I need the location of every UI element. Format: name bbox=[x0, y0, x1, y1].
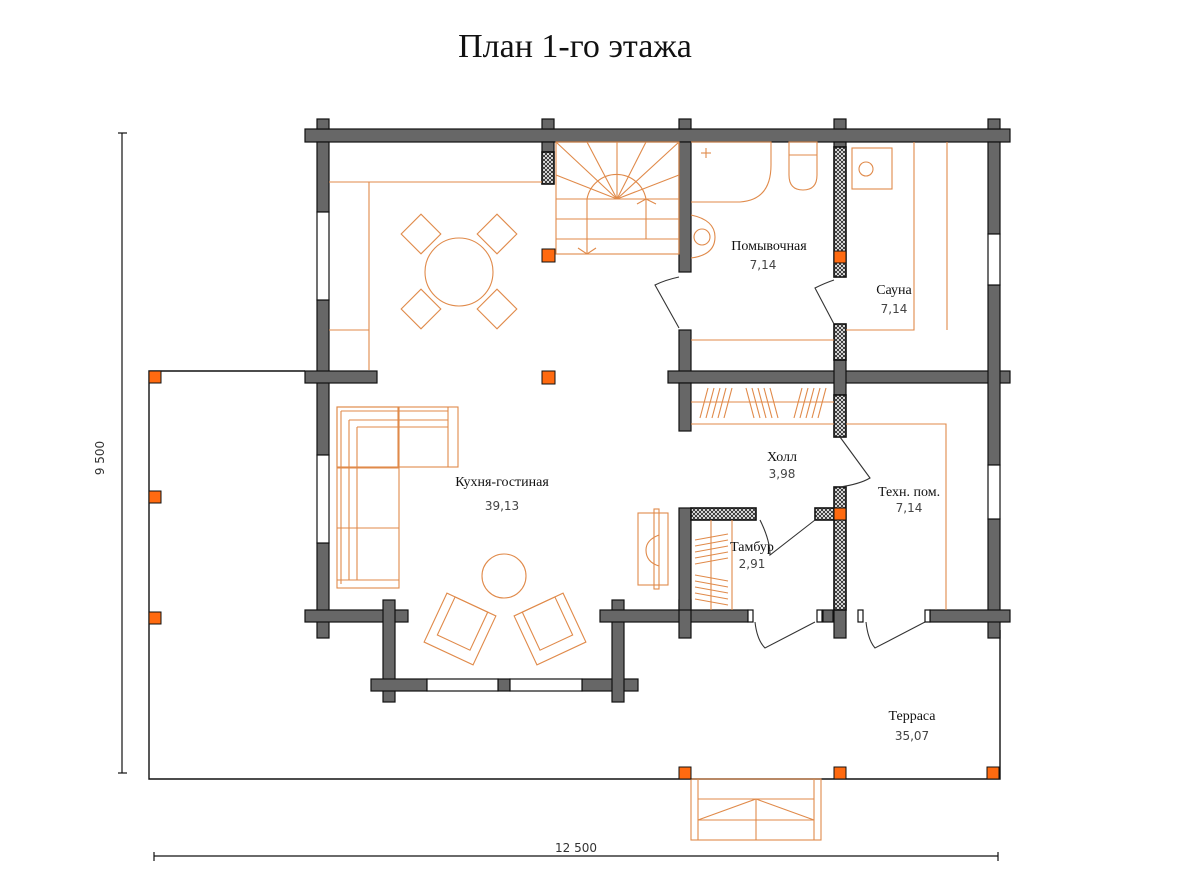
window bbox=[316, 211, 330, 301]
room-name: Тамбур bbox=[730, 540, 774, 555]
room-area: 7,14 bbox=[750, 258, 777, 272]
staircase bbox=[555, 141, 680, 255]
column bbox=[986, 766, 1000, 780]
room-label-sauna: Сауна 7,14 bbox=[876, 283, 912, 316]
room-area: 7,14 bbox=[896, 501, 923, 515]
door-entrance bbox=[754, 621, 816, 649]
vestibule-shoe-rack bbox=[694, 520, 733, 610]
door-tech-room bbox=[839, 436, 871, 488]
hall-wardrobe bbox=[691, 387, 834, 425]
room-label-vestibule: Тамбур 2,91 bbox=[730, 540, 774, 571]
room-area: 35,07 bbox=[895, 729, 929, 743]
room-name: Помывочная bbox=[731, 239, 807, 254]
corner-sofa bbox=[336, 406, 459, 589]
room-name: Техн. пом. bbox=[878, 485, 940, 500]
armchair-left bbox=[423, 592, 497, 666]
tech-room-fixtures bbox=[846, 423, 947, 610]
dining-table bbox=[400, 213, 518, 330]
room-name: Холл bbox=[767, 450, 797, 465]
column bbox=[678, 766, 692, 780]
column bbox=[833, 766, 847, 780]
room-area: 2,91 bbox=[739, 557, 766, 571]
height-dimension-label: 9 500 bbox=[93, 441, 107, 475]
room-label-kitchen-living: Кухня-гостиная 39,13 bbox=[455, 475, 549, 513]
walls bbox=[304, 118, 1011, 703]
room-name: Кухня-гостиная bbox=[455, 475, 549, 490]
column bbox=[541, 370, 556, 385]
door-washroom bbox=[654, 276, 680, 329]
room-label-tech-room: Техн. пом. 7,14 bbox=[878, 485, 940, 515]
kitchen-counter bbox=[329, 181, 542, 370]
room-name: Сауна bbox=[876, 283, 912, 298]
column bbox=[833, 507, 847, 521]
door-vestibule bbox=[759, 519, 816, 557]
column bbox=[541, 248, 556, 263]
columns bbox=[148, 248, 1000, 780]
room-area: 7,14 bbox=[881, 302, 908, 316]
room-label-terrace: Терраса 35,07 bbox=[888, 709, 936, 743]
terrace-outline bbox=[148, 370, 1001, 780]
coffee-table bbox=[481, 553, 527, 599]
window bbox=[426, 678, 499, 692]
washroom-fixtures bbox=[690, 141, 834, 341]
doors bbox=[654, 276, 931, 649]
door-tech-outside bbox=[865, 621, 926, 649]
tv-unit bbox=[637, 508, 669, 590]
armchair-right bbox=[513, 592, 587, 666]
windows bbox=[316, 211, 1001, 692]
column bbox=[148, 490, 162, 504]
door-sauna bbox=[814, 279, 835, 325]
height-dimension: 9 500 bbox=[93, 132, 127, 774]
window bbox=[316, 454, 330, 544]
porch-steps bbox=[690, 778, 822, 841]
window bbox=[987, 233, 1001, 286]
width-dimension: 12 500 bbox=[153, 841, 999, 861]
width-dimension-label: 12 500 bbox=[555, 841, 597, 855]
room-label-washroom: Помывочная 7,14 bbox=[731, 239, 807, 272]
room-area: 3,98 bbox=[769, 467, 796, 481]
column bbox=[148, 611, 162, 625]
window bbox=[509, 678, 583, 692]
room-label-hall: Холл 3,98 bbox=[767, 450, 797, 481]
window bbox=[987, 464, 1001, 520]
room-name: Терраса bbox=[888, 709, 936, 724]
column bbox=[148, 370, 162, 384]
room-area: 39,13 bbox=[485, 499, 519, 513]
column bbox=[833, 250, 847, 264]
plan-title: План 1-го этажа bbox=[458, 28, 692, 65]
sauna-fixtures bbox=[846, 142, 948, 331]
